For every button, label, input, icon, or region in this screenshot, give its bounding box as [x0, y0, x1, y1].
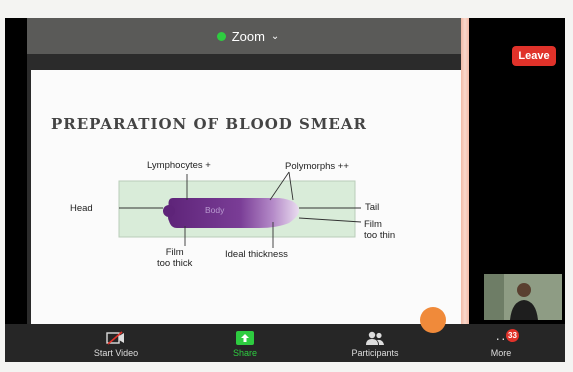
zoom-top-bar[interactable]: Zoom ⌄ — [27, 18, 469, 54]
app-title: Zoom — [231, 28, 265, 44]
participants-icon — [366, 331, 384, 345]
share-label: Share — [232, 348, 258, 358]
start-video-button[interactable]: Start Video — [85, 324, 147, 362]
label-body: Body — [205, 205, 225, 215]
participant-video-thumbnail[interactable] — [484, 274, 562, 320]
share-button[interactable]: Share — [225, 324, 265, 362]
meeting-window: Zoom ⌄ PREPARATION OF BLOOD SMEAR — [5, 18, 565, 362]
label-tail: Tail — [365, 202, 380, 213]
more-notification-badge: 33 — [506, 329, 519, 342]
label-ideal-thickness: Ideal thickness — [225, 249, 288, 260]
share-screen-icon — [236, 331, 254, 345]
leave-button[interactable]: Leave — [512, 46, 556, 66]
video-off-icon — [106, 331, 124, 345]
label-polymorphs: Polymorphs ++ — [285, 161, 349, 172]
participant-person-icon — [484, 274, 562, 320]
label-film-too-thick-line2: too thick — [157, 258, 193, 269]
more-label: More — [490, 348, 512, 358]
label-film-too-thin: Film too thin — [364, 219, 395, 241]
label-lymphocytes: Lymphocytes + — [147, 160, 211, 171]
more-dots-icon: ·· — [495, 330, 507, 346]
slide-border — [461, 18, 469, 362]
participants-label: Participants — [351, 348, 399, 358]
smear-film — [168, 198, 299, 228]
label-film-too-thick-line1: Film — [165, 247, 184, 258]
more-button[interactable]: ·· More — [483, 324, 519, 362]
slide-title: PREPARATION OF BLOOD SMEAR — [51, 115, 367, 133]
shared-screen: Zoom ⌄ PREPARATION OF BLOOD SMEAR — [27, 18, 469, 362]
bottom-toolbar: Start Video Share Participants ·· More — [5, 324, 565, 362]
label-head: Head — [70, 203, 93, 214]
label-film-too-thin-line2: too thin — [364, 230, 396, 241]
participants-button[interactable]: Participants — [345, 324, 405, 362]
annotation-cursor — [420, 307, 446, 333]
blood-drop-head — [163, 205, 175, 217]
start-video-label: Start Video — [93, 348, 139, 358]
connection-status-icon — [216, 31, 226, 41]
blood-smear-diagram — [118, 171, 362, 248]
chevron-down-icon[interactable]: ⌄ — [270, 30, 280, 42]
label-film-too-thick: Film too thick — [157, 247, 192, 269]
label-film-too-thin-line1: Film — [364, 219, 382, 230]
